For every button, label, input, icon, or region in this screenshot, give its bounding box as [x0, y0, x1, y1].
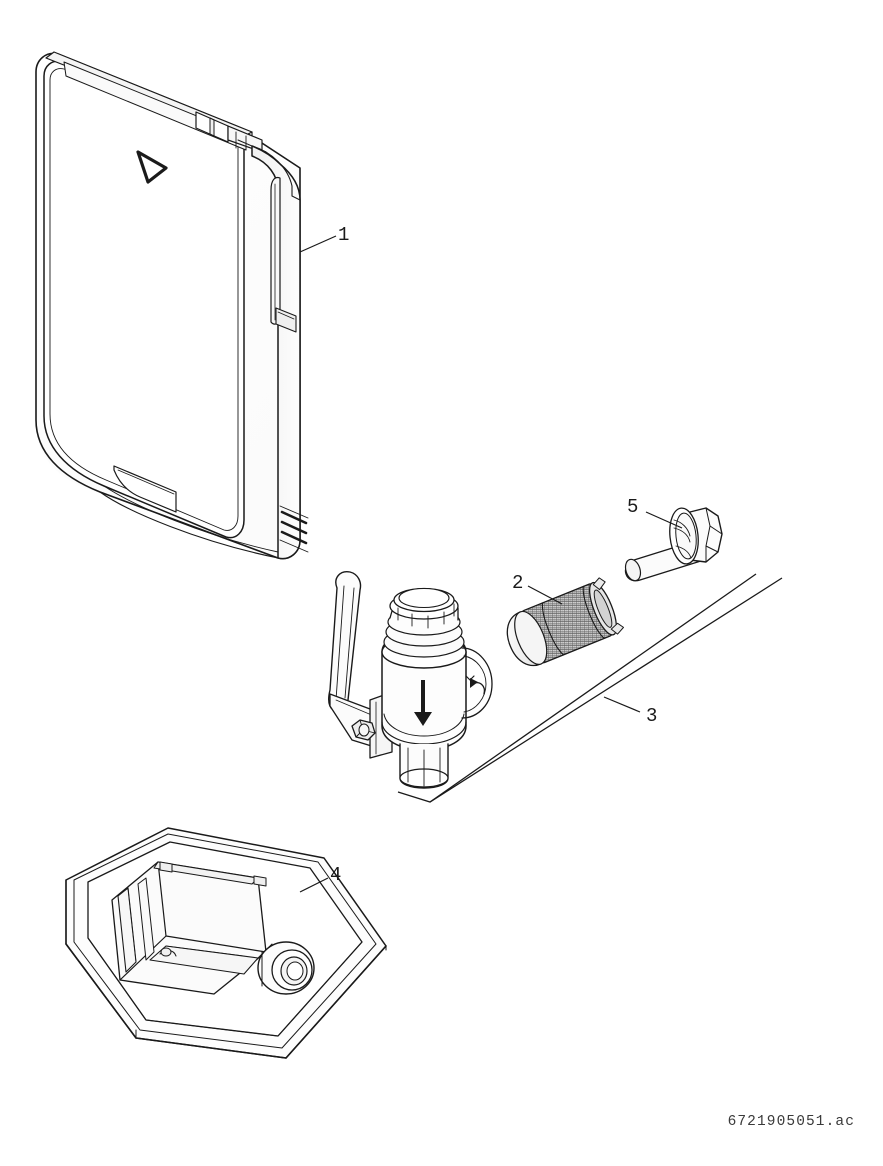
callout-label-3: 3 [646, 705, 658, 727]
callout-label-4: 4 [330, 864, 342, 886]
document-reference-number: 6721905051.ac [727, 1114, 855, 1130]
callout-leader-2 [527, 585, 563, 605]
callout-label-5: 5 [627, 496, 639, 518]
flow-arrow-down-icon [414, 680, 432, 726]
part-siphon-tray-housing [65, 827, 387, 1059]
callout-label-2: 2 [512, 572, 524, 594]
callout-leader-1 [299, 235, 337, 253]
callout-leader-5 [645, 511, 683, 529]
part-mesh-filter-cartridge [506, 577, 625, 667]
part-union-nut [624, 507, 723, 582]
part-front-casing-panel [35, 51, 309, 560]
callout-bracket-3 [397, 573, 783, 803]
callout-label-1: 1 [338, 224, 350, 246]
callout-leader-4 [299, 877, 329, 893]
part-ball-valve-body [328, 571, 493, 789]
callout-leader-3 [603, 696, 641, 713]
